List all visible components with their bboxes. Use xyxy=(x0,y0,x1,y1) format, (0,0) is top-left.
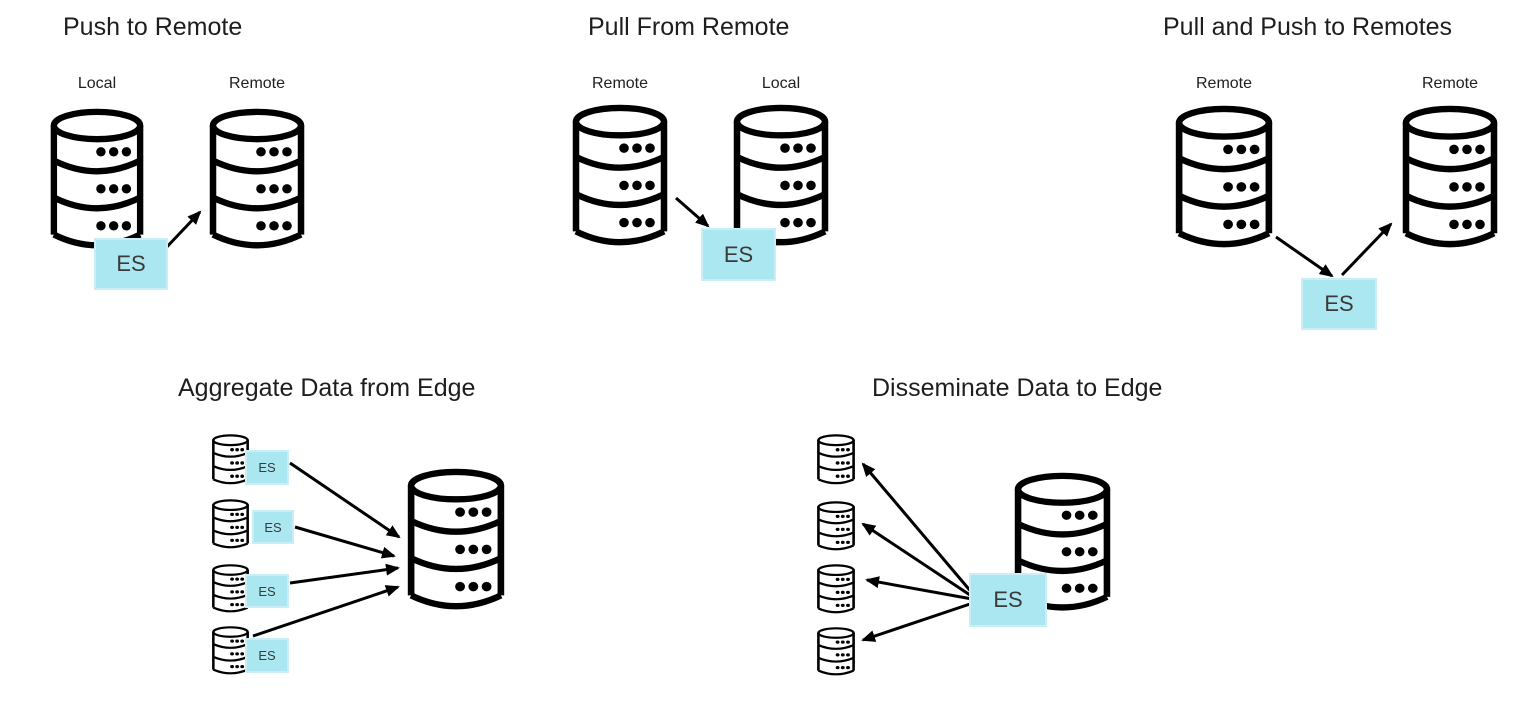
arrow-center-to-edge2 xyxy=(861,522,974,599)
database-icon-local xyxy=(48,108,146,256)
database-icon-remote xyxy=(570,104,670,253)
panel-title: Pull From Remote xyxy=(588,13,790,41)
database-icon-edge-1 xyxy=(816,434,856,487)
es-box-3: ES xyxy=(245,574,289,608)
database-icon-center xyxy=(405,468,507,617)
es-box-4: ES xyxy=(245,638,289,673)
db-label-local: Local xyxy=(77,75,117,92)
database-icon-edge-2 xyxy=(211,499,250,551)
db-label-remote: Remote xyxy=(591,75,649,92)
panel-title: Aggregate Data from Edge xyxy=(178,374,476,402)
arrow-center-to-edge1 xyxy=(861,462,975,595)
arrow-edge2-to-center xyxy=(294,525,396,559)
arrow-pull-remote1-to-es xyxy=(1275,235,1334,278)
panel-title: Push to Remote xyxy=(63,13,243,41)
es-box-1: ES xyxy=(245,450,289,485)
database-icon-edge-3 xyxy=(816,564,856,616)
es-box: ES xyxy=(969,573,1047,627)
es-box: ES xyxy=(94,238,168,290)
arrow-edge1-to-center xyxy=(289,461,401,539)
arrow-center-to-edge4 xyxy=(861,601,974,642)
database-icon-edge-4 xyxy=(816,627,856,678)
database-icon-edge-2 xyxy=(816,501,856,553)
database-icon-remote-2 xyxy=(1400,105,1500,255)
db-label-remote-1: Remote xyxy=(1195,75,1253,92)
es-box: ES xyxy=(701,228,776,281)
arrow-center-to-edge3 xyxy=(865,576,973,601)
db-label-local: Local xyxy=(761,75,801,92)
es-box-2: ES xyxy=(252,510,294,544)
arrow-push-local-to-remote xyxy=(161,210,202,253)
es-box: ES xyxy=(1301,278,1377,330)
db-label-remote-2: Remote xyxy=(1421,75,1479,92)
panel-title: Pull and Push to Remotes xyxy=(1163,13,1453,41)
arrow-push-es-to-remote2 xyxy=(1340,222,1393,277)
arrow-edge3-to-center xyxy=(289,563,400,585)
database-icon-remote xyxy=(207,108,307,256)
database-icon-remote-1 xyxy=(1173,105,1275,255)
db-label-remote: Remote xyxy=(228,75,286,92)
arrow-pull-remote-to-es xyxy=(675,196,710,228)
panel-title: Disseminate Data to Edge xyxy=(872,374,1163,402)
